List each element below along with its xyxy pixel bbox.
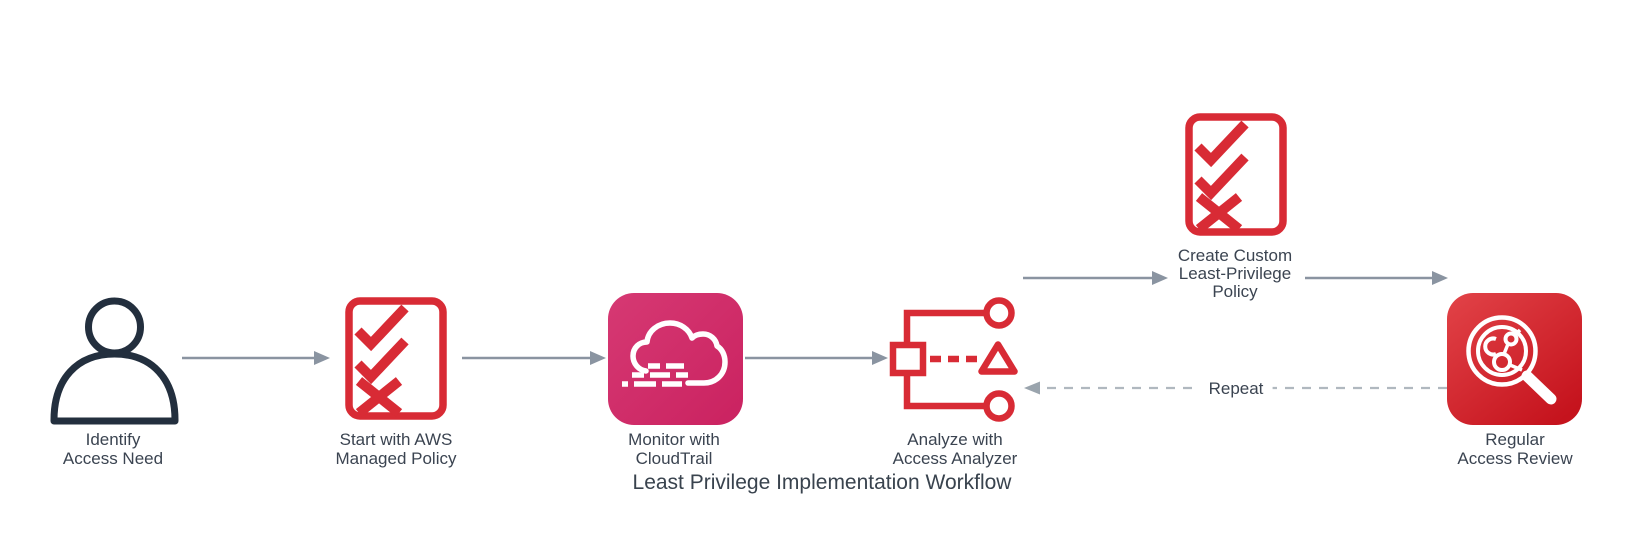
checklist-icon-custom-policy: [1185, 113, 1287, 236]
label-line: Regular: [1485, 430, 1545, 449]
label-line: Managed Policy: [335, 449, 457, 468]
arrow-analyzer-to-custom-policy: [1023, 271, 1168, 285]
label-line: Access Need: [62, 449, 164, 468]
label-line: Monitor with: [628, 430, 720, 449]
label-line: Analyze with: [907, 430, 1003, 449]
checklist-icon-managed-policy: [345, 297, 447, 420]
label-line: Start with AWS: [339, 430, 453, 449]
arrow-repeat-dashed: [1024, 381, 1447, 395]
label-line: Access Analyzer: [892, 449, 1018, 468]
label-start-with-aws-managed-policy: Start with AWS Managed Policy: [286, 430, 506, 468]
arrow-identify-to-managed: [182, 351, 330, 365]
label-regular-access-review: Regular Access Review: [1405, 430, 1625, 468]
magnifier-review-icon: [1447, 293, 1582, 425]
label-analyze-with-access-analyzer: Analyze with Access Analyzer: [845, 430, 1065, 468]
arrow-managed-to-cloudtrail: [462, 351, 606, 365]
person-icon: [50, 297, 179, 425]
diagram-title: Least Privilege Implementation Workflow: [632, 471, 1012, 494]
label-line: Least-Privilege: [1178, 264, 1292, 283]
cloud-glyph: [622, 320, 728, 387]
magnifier-glyph: [1466, 315, 1557, 405]
label-line: Access Review: [1457, 449, 1573, 468]
cloudtrail-icon: [608, 293, 743, 425]
label-line: Create Custom: [1177, 246, 1293, 265]
label-line: Policy: [1212, 282, 1258, 301]
label-line: Identify: [85, 430, 141, 449]
label-identify-access-need: Identify Access Need: [3, 430, 223, 468]
arrow-custom-policy-to-review: [1305, 271, 1448, 285]
label-create-custom-least-privilege-policy: Create Custom Least-Privilege Policy: [1125, 247, 1345, 301]
label-line: CloudTrail: [635, 449, 713, 468]
repeat-edge-label: Repeat: [1199, 379, 1273, 399]
access-analyzer-icon: [889, 297, 1018, 422]
arrow-cloudtrail-to-analyzer: [745, 351, 888, 365]
label-monitor-with-cloudtrail: Monitor with CloudTrail: [564, 430, 784, 468]
